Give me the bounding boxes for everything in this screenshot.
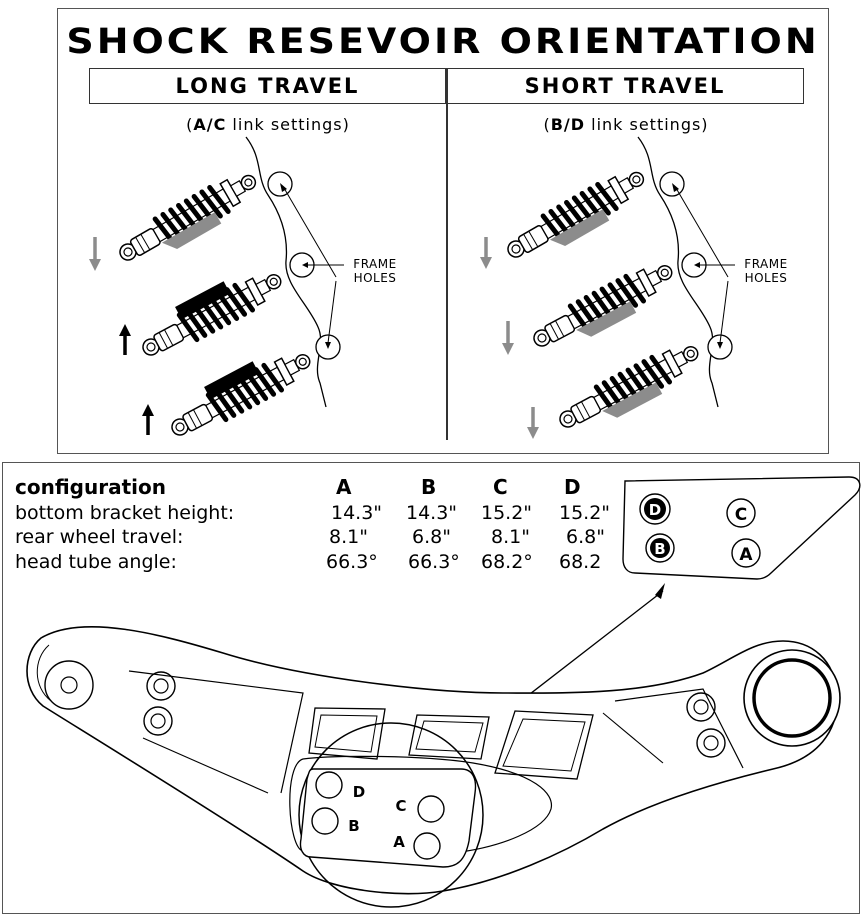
long-shock-2 xyxy=(133,257,287,364)
config-col-d: D xyxy=(564,475,581,499)
config-col-c: C xyxy=(493,475,508,499)
wheel-travel-b: 6.8" xyxy=(412,526,451,548)
short-travel-header: SHORT TRAVEL xyxy=(446,68,804,104)
row-label-bb-height: bottom bracket height: xyxy=(15,502,235,524)
head-angle-c: 68.2° xyxy=(481,551,533,573)
column-divider xyxy=(446,68,448,440)
bb-height-d: 15.2" xyxy=(559,502,611,524)
row-label-head-angle: head tube angle: xyxy=(15,551,177,573)
head-angle-a: 66.3° xyxy=(326,551,378,573)
wheel-travel-c: 8.1" xyxy=(491,526,530,548)
bb-height-a: 14.3" xyxy=(331,502,383,524)
inset-hole-a: A xyxy=(731,538,761,568)
long-travel-header: LONG TRAVEL xyxy=(89,68,446,104)
short-shock-3 xyxy=(554,337,707,442)
link-label-b: B xyxy=(348,817,359,835)
inset-hole-b: B xyxy=(645,533,675,563)
long-travel-subtitle: (A/C link settings) xyxy=(186,115,350,134)
inset-hole-d: D xyxy=(639,493,671,525)
link-configuration-panel: configuration A B C D bottom bracket hei… xyxy=(2,462,861,914)
link-label-d: D xyxy=(353,783,365,801)
short-shock-2 xyxy=(528,256,681,361)
svg-text:B: B xyxy=(654,540,665,558)
link-label-c: C xyxy=(395,797,406,815)
config-col-b: B xyxy=(421,475,437,499)
head-angle-d: 68.2 xyxy=(559,551,602,573)
shock-orientation-panel: SHOCK RESEVOIR ORIENTATION LONG TRAVEL S… xyxy=(57,8,829,454)
link-label-a: A xyxy=(393,833,405,851)
row-label-wheel-travel: rear wheel travel: xyxy=(15,526,184,548)
bb-height-c: 15.2" xyxy=(481,502,533,524)
bb-height-b: 14.3" xyxy=(406,502,458,524)
svg-text:D: D xyxy=(649,501,661,519)
svg-text:C: C xyxy=(735,505,747,525)
rocker-link-drawing: D C B A xyxy=(26,476,861,908)
svg-text:A: A xyxy=(739,545,753,565)
inset-hole-c: C xyxy=(726,498,756,528)
config-table-title: configuration xyxy=(15,475,166,499)
shock-illustrations xyxy=(89,136,735,455)
long-shock-3 xyxy=(162,337,316,444)
short-shock-1 xyxy=(502,163,654,272)
long-shock-1 xyxy=(114,166,266,275)
wheel-travel-a: 8.1" xyxy=(329,526,368,548)
head-angle-b: 66.3° xyxy=(408,551,460,573)
wheel-travel-d: 6.8" xyxy=(566,526,605,548)
config-col-a: A xyxy=(336,475,352,499)
diagram-title: SHOCK RESEVOIR ORIENTATION xyxy=(66,20,820,62)
short-travel-subtitle: (B/D link settings) xyxy=(543,115,709,134)
